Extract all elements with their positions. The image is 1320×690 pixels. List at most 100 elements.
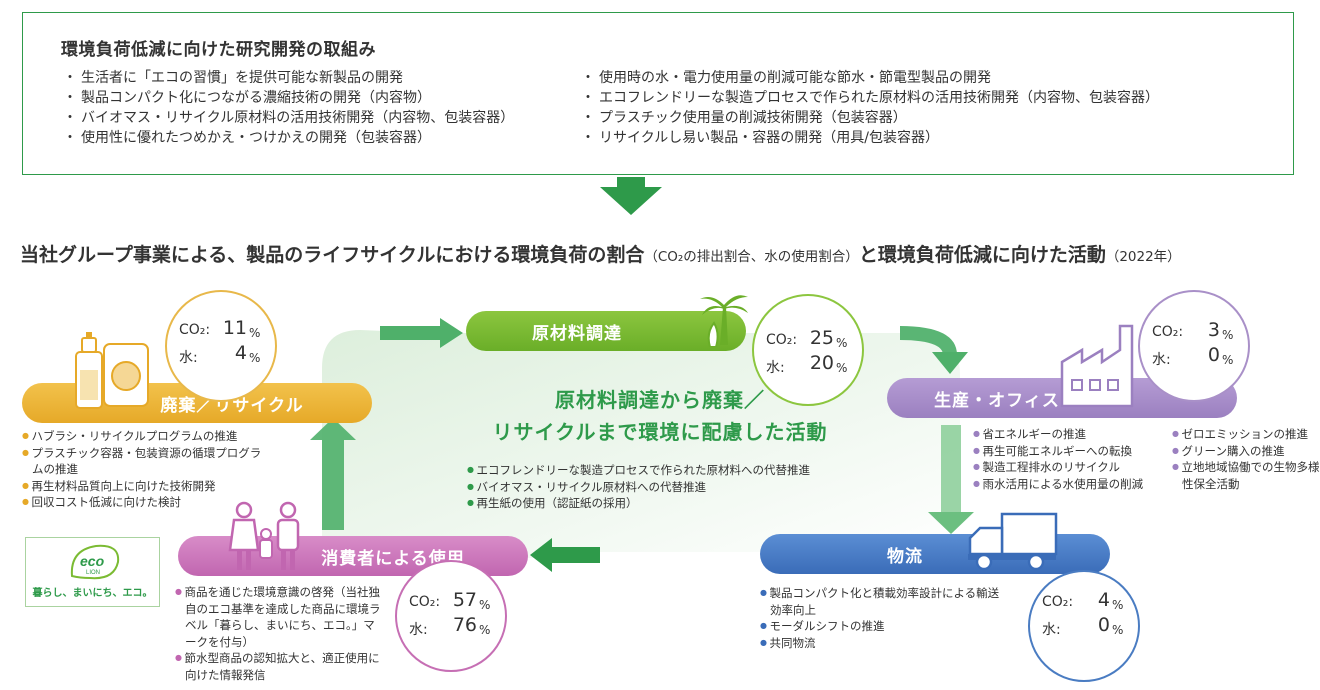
- consumer-co2-value: 57: [452, 589, 477, 611]
- lifecycle-headline: 当社グループ事業による、製品のライフサイクルにおける環境負荷の割合（CO₂の排出…: [20, 240, 1181, 267]
- co2-label: CO₂:: [766, 332, 798, 348]
- center-title: 原材料調達から廃棄／ リサイクルまで環境に配慮した活動: [420, 384, 900, 448]
- water-label: 水:: [1152, 352, 1171, 368]
- eco-logo-bottom: LION: [86, 570, 100, 576]
- consumer-activity-list: 商品を通じた環境意識の啓発（当社独自のエコ基準を達成した商品に環境ラベル「暮らし…: [175, 584, 385, 683]
- co2-label: CO₂:: [179, 322, 211, 338]
- list-item: モーダルシフトの推進: [760, 618, 1000, 635]
- eco-label-badge: eco LION: [25, 537, 160, 607]
- list-item: 再生紙の使用（認証紙の採用）: [467, 495, 810, 512]
- disposal-ratio-circle: CO₂: 11% 水: 4%: [165, 290, 277, 402]
- research-list-right: 使用時の水・電力使用量の削減可能な節水・節電型製品の開発 エコフレンドリーな製造…: [581, 68, 1159, 148]
- palm-tree-icon: [700, 295, 748, 347]
- list-item: ゼロエミッションの推進: [1172, 426, 1320, 443]
- list-item: エコフレンドリーな製造プロセスで作られた原材料の活用技術開発（内容物、包装容器）: [581, 88, 1159, 108]
- eco-leaf-logo: eco LION: [70, 544, 120, 580]
- list-item: プラスチック使用量の削減技術開発（包装容器）: [581, 108, 1159, 128]
- center-title-line1: 原材料調達から廃棄／: [555, 388, 765, 412]
- raw-water-value: 20: [809, 352, 834, 374]
- production-activity-list-2: ゼロエミッションの推進 グリーン購入の推進 立地地域協働での生物多様性保全活動: [1172, 426, 1320, 492]
- list-item: バイオマス・リサイクル原材料への代替推進: [467, 479, 810, 496]
- percent-unit: %: [836, 336, 848, 350]
- arrow-head-right-top: [932, 352, 968, 374]
- list-item: 省エネルギーの推進: [973, 426, 1163, 443]
- production-ratio-circle: CO₂: 3% 水: 0%: [1138, 290, 1250, 402]
- headline-main: 当社グループ事業による、製品のライフサイクルにおける環境負荷の割合: [20, 244, 645, 266]
- stage-raw-materials: 原材料調達: [466, 311, 746, 351]
- co2-label: CO₂:: [1152, 324, 1184, 340]
- production-co2-value: 3: [1207, 319, 1220, 341]
- list-item: 商品を通じた環境意識の啓発（当社独自のエコ基準を達成した商品に環境ラベル「暮らし…: [175, 584, 385, 650]
- stage-production-label: 生産・オフィス: [934, 390, 1060, 411]
- list-item: 生活者に「エコの習慣」を提供可能な新製品の開発: [63, 68, 514, 88]
- factory-icon: [1060, 324, 1134, 408]
- list-item: 立地地域協働での生物多様性保全活動: [1172, 459, 1320, 492]
- percent-unit: %: [249, 351, 261, 365]
- arrow-shaft-right-bottom: [941, 425, 961, 517]
- percent-unit: %: [836, 361, 848, 375]
- production-activity-list-1: 省エネルギーの推進 再生可能エネルギーへの転換 製造工程排水のリサイクル 雨水活…: [973, 426, 1163, 492]
- research-list-left: 生活者に「エコの習慣」を提供可能な新製品の開発 製品コンパクト化につながる濃縮技…: [63, 68, 514, 148]
- percent-unit: %: [479, 623, 491, 637]
- eco-logo-top: eco: [80, 553, 105, 569]
- list-item: エコフレンドリーな製造プロセスで作られた原材料への代替推進: [467, 462, 811, 479]
- list-item: 回収コスト低減に向けた検討: [22, 494, 262, 511]
- logistics-co2-value: 4: [1097, 589, 1110, 611]
- arrow-left-bottom: [530, 538, 600, 572]
- water-label: 水:: [766, 360, 785, 376]
- co2-label: CO₂:: [1042, 594, 1074, 610]
- logistics-water-value: 0: [1097, 614, 1110, 636]
- water-label: 水:: [179, 350, 198, 366]
- disposal-co2-value: 11: [222, 317, 247, 339]
- list-item: 製品コンパクト化につながる濃縮技術の開発（内容物）: [63, 88, 514, 108]
- percent-unit: %: [1222, 353, 1234, 367]
- percent-unit: %: [479, 598, 491, 612]
- raw-ratio-circle: CO₂: 25% 水: 20%: [752, 294, 864, 406]
- stage-logistics-label: 物流: [887, 546, 923, 567]
- list-item: 使用性に優れたつめかえ・つけかえの開発（包装容器）: [63, 128, 514, 148]
- list-item: 共同物流: [760, 635, 1000, 652]
- arrow-down-right-top: [899, 326, 957, 356]
- research-box: 環境負荷低減に向けた研究開発の取組み 生活者に「エコの習慣」を提供可能な新製品の…: [22, 12, 1294, 175]
- headline-year: （2022年）: [1105, 249, 1181, 265]
- list-item: 節水型商品の認知拡大と、適正使用に向けた情報発信: [175, 650, 385, 683]
- list-item: ハブラシ・リサイクルプログラムの推進: [22, 428, 262, 445]
- water-label: 水:: [1042, 622, 1061, 638]
- percent-unit: %: [1112, 598, 1124, 612]
- eco-tagline: 暮らし、まいにち、エコ。: [32, 588, 153, 599]
- list-item: 雨水活用による水使用量の削減: [973, 476, 1163, 493]
- disposal-activity-list: ハブラシ・リサイクルプログラムの推進 プラスチック容器・包装資源の循環プログラム…: [22, 428, 262, 511]
- production-water-value: 0: [1207, 344, 1220, 366]
- bottle-pack-icon: [75, 332, 149, 409]
- list-item: プラスチック容器・包装資源の循環プログラムの推進: [22, 445, 262, 478]
- truck-icon: [968, 512, 1058, 571]
- list-item: リサイクルし易い製品・容器の開発（用具/包装容器）: [581, 128, 1159, 148]
- list-item: 再生材料品質向上に向けた技術開発: [22, 478, 262, 495]
- co2-label: CO₂:: [409, 594, 441, 610]
- research-title: 環境負荷低減に向けた研究開発の取組み: [61, 40, 376, 60]
- list-item: 使用時の水・電力使用量の削減可能な節水・節電型製品の開発: [581, 68, 1159, 88]
- stage-raw-label: 原材料調達: [532, 323, 622, 344]
- consumer-ratio-circle: CO₂: 57% 水: 76%: [395, 560, 507, 672]
- disposal-water-value: 4: [234, 342, 247, 364]
- consumer-water-value: 76: [452, 614, 477, 636]
- percent-unit: %: [1112, 623, 1124, 637]
- list-item: 製造工程排水のリサイクル: [973, 459, 1163, 476]
- list-item: 再生可能エネルギーへの転換: [973, 443, 1163, 460]
- headline-main2: と環境負荷低減に向けた活動: [858, 244, 1106, 266]
- water-label: 水:: [409, 622, 428, 638]
- percent-unit: %: [249, 326, 261, 340]
- list-item: グリーン購入の推進: [1172, 443, 1320, 460]
- logistics-ratio-circle: CO₂: 4% 水: 0%: [1028, 570, 1140, 682]
- arrow-right-top: [380, 318, 463, 348]
- headline-sub: （CO₂の排出割合、水の使用割合）: [644, 249, 859, 265]
- arrow-head-right-bottom: [928, 512, 974, 534]
- list-item: バイオマス・リサイクル原材料の活用技術開発（内容物、包装容器）: [63, 108, 514, 128]
- stage-disposal-label: 廃棄／リサイクル: [160, 395, 304, 416]
- down-arrow-icon: [600, 177, 662, 215]
- raw-co2-value: 25: [809, 327, 834, 349]
- family-icon: [228, 501, 300, 570]
- center-title-line2: リサイクルまで環境に配慮した活動: [492, 420, 828, 444]
- center-activity-list: エコフレンドリーな製造プロセスで作られた原材料への代替推進 バイオマス・リサイク…: [467, 462, 811, 512]
- logistics-activity-list: 製品コンパクト化と積載効率設計による輸送効率向上 モーダルシフトの推進 共同物流: [760, 585, 1000, 651]
